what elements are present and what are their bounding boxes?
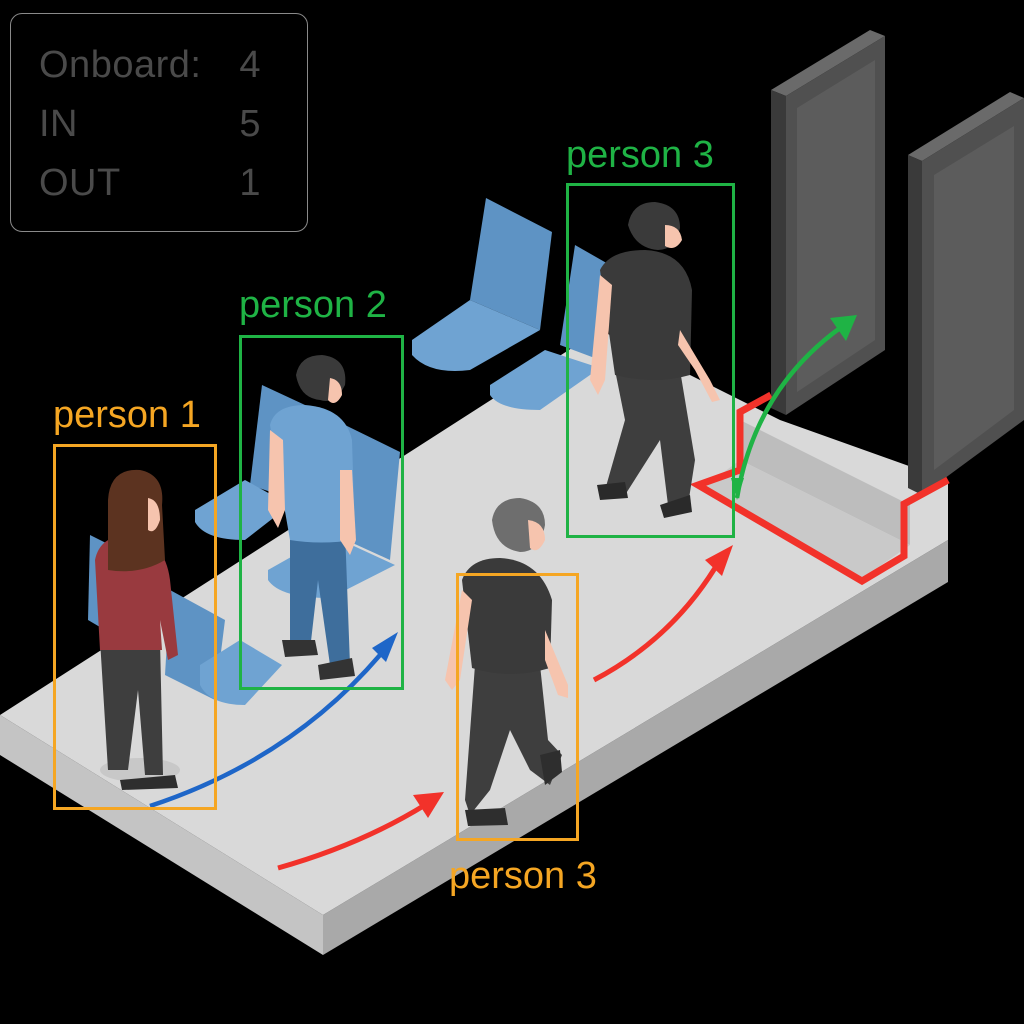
red-arrow-1 [277, 802, 427, 871]
onboard-label: Onboard: [39, 44, 202, 86]
detection-box-person-3-green [566, 183, 735, 538]
detection-box-person-1 [53, 444, 217, 810]
in-label: IN [39, 103, 78, 145]
in-value: 5 [239, 103, 261, 145]
out-label: OUT [39, 162, 121, 204]
detection-label-person-2: person 2 [239, 284, 387, 326]
red-arrowhead-2 [705, 545, 733, 576]
person-2-figure [268, 355, 356, 680]
green-arrowhead [830, 315, 857, 341]
person-3-exiting-figure [590, 202, 720, 518]
person-3-walking-figure [445, 498, 568, 826]
blue-arrow [149, 653, 382, 809]
detection-label-person-3-green: person 3 [566, 134, 714, 176]
detection-label-person-1: person 1 [53, 394, 201, 436]
person-1-figure [95, 469, 180, 790]
door-zone-line [689, 391, 950, 586]
red-arrowhead-1 [413, 792, 444, 818]
door-right [908, 92, 1024, 495]
green-arrow [734, 326, 842, 499]
onboard-value: 4 [239, 44, 261, 86]
trajectory-arrows [149, 315, 857, 871]
out-value: 1 [239, 162, 261, 204]
door-left [771, 30, 885, 415]
detection-box-person-2 [239, 335, 404, 690]
detection-box-person-3-orange [456, 573, 579, 841]
passenger-counter-panel: Onboard: 4 IN 5 OUT 1 [10, 13, 308, 232]
red-arrow-2 [592, 566, 718, 683]
detection-label-person-3-orange: person 3 [449, 855, 597, 897]
blue-arrowhead [372, 632, 398, 662]
